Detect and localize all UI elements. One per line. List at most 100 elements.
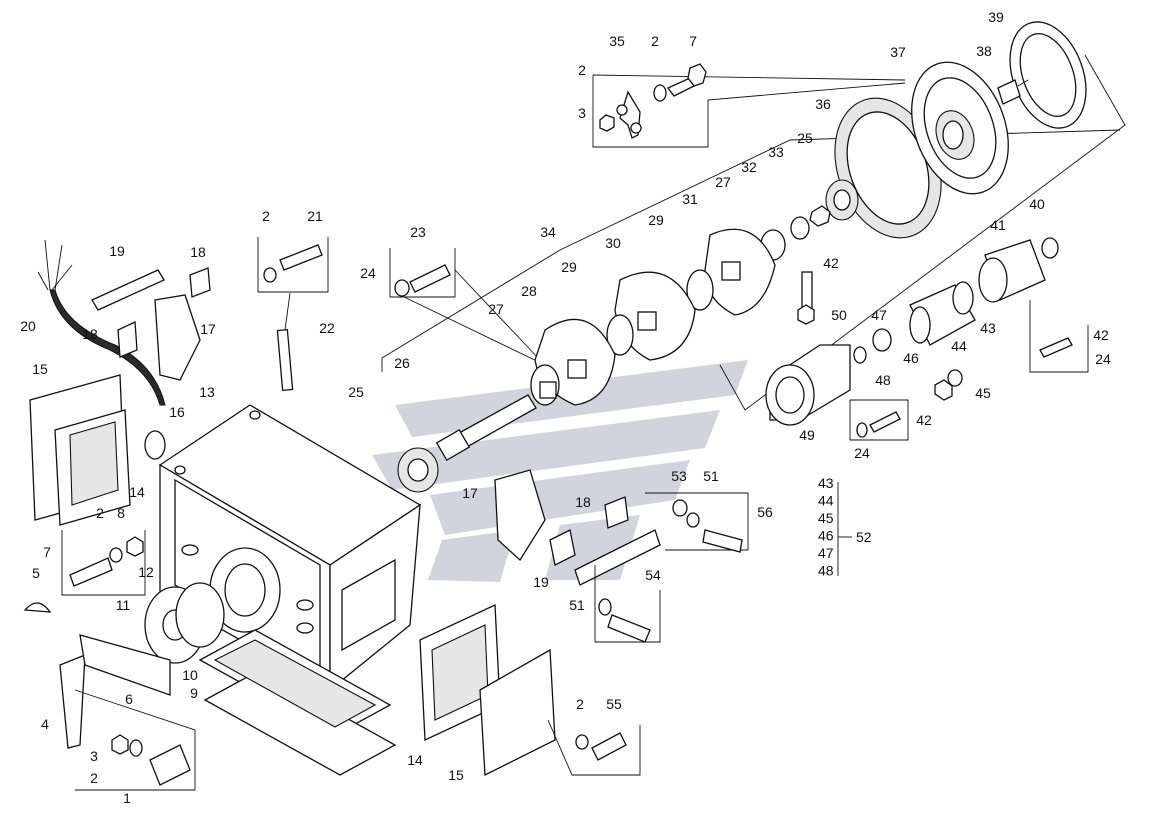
callout-29: 29: [561, 259, 577, 275]
callout-4: 4: [41, 716, 49, 732]
callout-3: 3: [578, 105, 586, 121]
callout-45: 45: [975, 385, 991, 401]
group-52-brace: [837, 482, 852, 576]
callout-50: 50: [831, 307, 847, 323]
callout-8: 8: [117, 505, 125, 521]
callout-44: 44: [951, 338, 967, 354]
callout-2: 2: [90, 770, 98, 786]
left-cover-plates: [29, 374, 131, 526]
callout-7: 7: [689, 33, 697, 49]
callout-28: 28: [521, 283, 537, 299]
callout-22: 22: [319, 320, 335, 336]
callout-37: 37: [890, 44, 906, 60]
callout-17: 17: [462, 485, 478, 501]
lower-left-hardware: [23, 530, 196, 791]
main-housing: [158, 404, 422, 692]
callout-33: 33: [768, 144, 784, 160]
callout-42: 42: [916, 412, 932, 428]
callout-55: 55: [606, 696, 622, 712]
right-contact-group: [494, 469, 749, 643]
callout-14: 14: [407, 752, 423, 768]
callout-12: 12: [138, 564, 154, 580]
callout-49: 49: [799, 427, 815, 443]
group52-item: 46: [818, 528, 834, 544]
callout-46: 46: [903, 350, 919, 366]
callout-51: 51: [703, 468, 719, 484]
group52-item: 45: [818, 510, 834, 526]
group52-target: 52: [856, 529, 872, 545]
end-flange-assembly: [834, 21, 1087, 239]
group52-item: 43: [818, 475, 834, 491]
callout-6: 6: [125, 691, 133, 707]
callout-27: 27: [715, 174, 731, 190]
left-contact-block: [91, 267, 211, 381]
callout-9: 9: [190, 685, 198, 701]
callout-36: 36: [815, 96, 831, 112]
callout-24: 24: [1095, 351, 1111, 367]
bracket-hardware-group: [592, 63, 906, 148]
callout-53: 53: [671, 468, 687, 484]
callout-3: 3: [90, 748, 98, 764]
callout-17: 17: [200, 321, 216, 337]
callout-41: 41: [990, 217, 1006, 233]
callout-7: 7: [43, 544, 51, 560]
callout-14: 14: [129, 484, 145, 500]
callout-15: 15: [448, 767, 464, 783]
input-flange: [144, 582, 225, 664]
callout-19: 19: [533, 574, 549, 590]
callout-10: 10: [182, 667, 198, 683]
callout-35: 35: [609, 33, 625, 49]
group52-item: 48: [818, 563, 834, 579]
callout-32: 32: [741, 159, 757, 175]
callout-2: 2: [578, 62, 586, 78]
callout-11: 11: [116, 597, 131, 613]
callout-47: 47: [871, 307, 887, 323]
callout-26: 26: [394, 355, 410, 371]
callout-21: 21: [307, 208, 323, 224]
callout-20: 20: [20, 318, 36, 334]
callout-31: 31: [682, 191, 698, 207]
cable-harness: [37, 239, 166, 406]
callout-48: 48: [875, 372, 891, 388]
callout-42: 42: [1093, 327, 1109, 343]
callout-25: 25: [797, 130, 813, 146]
callout-23: 23: [410, 224, 426, 240]
callout-24: 24: [854, 445, 870, 461]
callout-15: 15: [32, 361, 48, 377]
callout-25: 25: [348, 384, 364, 400]
callout-18: 18: [190, 244, 206, 260]
callout-19: 19: [109, 243, 125, 259]
callout-39: 39: [988, 9, 1004, 25]
seal-16: [144, 430, 166, 460]
callout-18: 18: [575, 494, 591, 510]
callout-51: 51: [569, 597, 585, 613]
callout-24: 24: [360, 265, 376, 281]
callout-40: 40: [1029, 196, 1045, 212]
callout-5: 5: [32, 565, 40, 581]
callout-16: 16: [169, 404, 185, 420]
callout-43: 43: [980, 320, 996, 336]
callout-18: 18: [82, 326, 98, 342]
callout-34: 34: [540, 224, 556, 240]
callout-2: 2: [576, 696, 584, 712]
callout-27: 27: [488, 301, 504, 317]
shaft-and-bearing: [397, 394, 537, 493]
callout-1: 1: [123, 790, 131, 806]
group52-item: 47: [818, 545, 834, 561]
rotor-disk-stack: [530, 179, 859, 406]
callout-2: 2: [96, 505, 104, 521]
hardware-23: [389, 248, 456, 298]
callout-29: 29: [648, 212, 664, 228]
hardware-55: [547, 719, 641, 776]
callout-38: 38: [976, 43, 992, 59]
motor-housing-group: [765, 237, 1089, 441]
callout-2: 2: [651, 33, 659, 49]
base-plates: [198, 629, 397, 776]
callout-56: 56: [757, 504, 773, 520]
callout-2: 2: [262, 208, 270, 224]
group52-item: 44: [818, 493, 834, 509]
callout-54: 54: [645, 567, 661, 583]
